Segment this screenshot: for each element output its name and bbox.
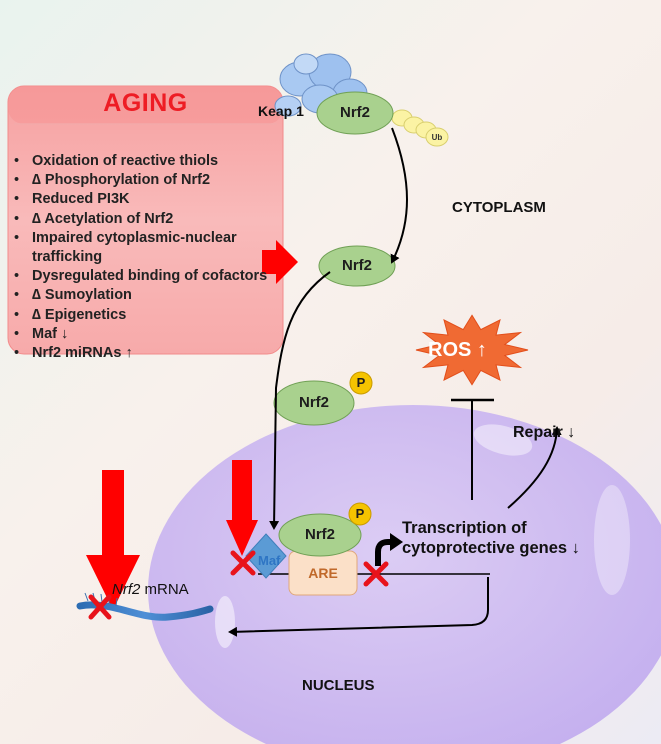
aging-list-item: Dysregulated binding of cofactors xyxy=(12,267,274,286)
nrf2-label-free: Nrf2 xyxy=(341,257,372,274)
cytoplasm-label: CYTOPLASM xyxy=(452,199,546,216)
nrf2-nuclear xyxy=(278,513,362,557)
aging-list: Oxidation of reactive thiols∆ Phosphoryl… xyxy=(12,152,274,363)
maf-label: Maf xyxy=(258,553,281,568)
block-x-maf xyxy=(230,550,256,576)
aging-list-item: ∆ Epigenetics xyxy=(12,306,274,325)
arrow-nuclear-translocation xyxy=(269,271,331,530)
ubiquitin-chain: Ub xyxy=(391,109,449,147)
transcription-start-arrowhead xyxy=(390,533,403,551)
keap1-complex xyxy=(274,53,368,117)
mrna-label: Nrf2 mRNA xyxy=(112,581,189,598)
nucleus-label: NUCLEUS xyxy=(302,677,375,694)
aging-list-item: ∆ Sumoylation xyxy=(12,286,274,305)
mrna-label-gene: Nrf2 xyxy=(112,581,141,598)
nrf2-phosphorylated xyxy=(273,380,355,426)
transcription-label: Transcription of cytoprotective genes ↓ xyxy=(402,518,580,558)
block-x-mrna xyxy=(88,594,112,620)
nrf2-label-keap1: Nrf2 xyxy=(339,104,370,121)
nrf2-free xyxy=(318,245,396,287)
phosphate-circle xyxy=(349,371,373,395)
aging-list-item: Impaired cytoplasmic-nuclear trafficking xyxy=(12,229,274,267)
maf-diamond xyxy=(245,533,287,579)
aging-list-item: Nrf2 miRNAs ↑ xyxy=(12,344,274,363)
phosphate-label-nuclear: P xyxy=(355,506,365,521)
aging-maf-arrow xyxy=(226,460,258,556)
ros-burst xyxy=(415,314,529,386)
transcription-label-line2: cytoprotective genes ↓ xyxy=(402,539,580,557)
ros-label: ROS ↑ xyxy=(428,339,487,361)
phosphate-label: P xyxy=(356,375,366,390)
mrna-label-suffix: mRNA xyxy=(140,581,189,598)
nrf2-label-phosphorylated: Nrf2 xyxy=(298,394,329,411)
aging-list-item: ∆ Acetylation of Nrf2 xyxy=(12,210,274,229)
aging-list-item: ∆ Phosphorylation of Nrf2 xyxy=(12,171,274,190)
nrf2-keap1-bound xyxy=(316,91,394,135)
arrow-repair xyxy=(507,426,562,509)
aging-title: AGING xyxy=(103,89,188,117)
arrow-release-nrf2 xyxy=(390,127,408,264)
keap1-label: Keap 1 xyxy=(258,103,304,119)
repair-label: Repair ↓ xyxy=(513,424,576,441)
aging-list-item: Reduced PI3K xyxy=(12,190,274,209)
block-x-transcription xyxy=(363,561,389,587)
nrf2-label-nuclear: Nrf2 xyxy=(304,526,335,543)
are-label: ARE xyxy=(308,565,338,581)
arrow-feedback-mrna xyxy=(228,577,489,637)
phosphate-circle-nuclear xyxy=(348,502,372,526)
aging-list-item: Maf ↓ xyxy=(12,325,274,344)
aging-mrna-arrow xyxy=(86,470,140,610)
transcription-start-line xyxy=(375,539,392,566)
ub-label: Ub xyxy=(432,133,443,142)
aging-list-item: Oxidation of reactive thiols xyxy=(12,152,274,171)
transcription-label-line1: Transcription of xyxy=(402,519,527,537)
